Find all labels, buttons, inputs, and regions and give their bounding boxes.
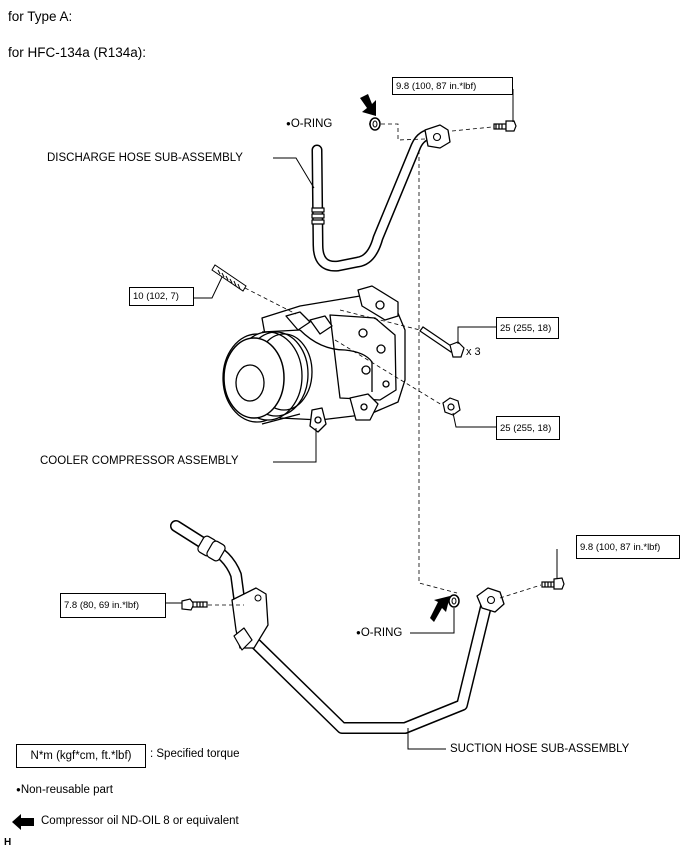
- non-reusable-mark: ●: [356, 628, 361, 637]
- o-ring-bottom-label: ●O-RING: [356, 627, 402, 639]
- oil-arrow-bottom: [430, 596, 450, 622]
- o-ring-top-label: ●O-RING: [286, 118, 332, 130]
- legend-torque-text: : Specified torque: [150, 748, 240, 760]
- legend-non-reusable: ●Non-reusable part: [16, 784, 113, 796]
- suction-hose-drawing: [170, 520, 505, 734]
- stud-drawing: [211, 264, 247, 292]
- type-heading: for Type A:: [8, 9, 73, 24]
- torque-box-bracket-bolt: 7.8 (80, 69 in.*lbf): [60, 593, 166, 618]
- discharge-hose-label: DISCHARGE HOSE SUB-ASSEMBLY: [47, 152, 243, 164]
- discharge-bolt-drawing: [493, 120, 517, 132]
- legend-non-reusable-text: Non-reusable part: [20, 784, 113, 796]
- torque-box-suction-bolt: 9.8 (100, 87 in.*lbf): [576, 535, 680, 559]
- torque-box-compressor-nut: 25 (255, 18): [496, 416, 560, 440]
- legend-oil-text: Compressor oil ND-OIL 8 or equivalent: [41, 815, 239, 827]
- legend-torque-box: N*m (kgf*cm, ft.*lbf): [16, 744, 146, 768]
- torque-box-discharge-bolt: 9.8 (100, 87 in.*lbf): [392, 77, 513, 95]
- alignment-lines: [208, 123, 542, 606]
- leader-lines: [166, 89, 558, 750]
- torque-box-compressor-bolts: 25 (255, 18): [496, 317, 559, 339]
- legend-non-reusable-mark: ●: [16, 785, 21, 794]
- legend-oil-arrow: [12, 814, 34, 830]
- compressor-nut-drawing: [442, 397, 461, 416]
- torque-box-stud: 10 (102, 7): [129, 287, 194, 306]
- compressor-bolt-drawing: [419, 326, 465, 358]
- discharge-hose-drawing: [311, 124, 451, 272]
- o-ring-bottom-text: O-RING: [360, 627, 403, 639]
- non-reusable-mark: ●: [286, 119, 291, 128]
- compressor-label: COOLER COMPRESSOR ASSEMBLY: [40, 455, 239, 467]
- compressor-drawing: [222, 285, 406, 433]
- o-ring-top-drawing: [369, 117, 381, 131]
- suction-bolt-drawing: [541, 577, 565, 590]
- refrigerant-heading: for HFC-134a (R134a):: [8, 45, 147, 60]
- bolt-quantity-label: x 3: [466, 346, 481, 358]
- figure-code: H: [4, 837, 12, 848]
- o-ring-bottom-drawing: [448, 594, 460, 608]
- bracket-bolt-drawing: [181, 598, 208, 611]
- o-ring-top-text: O-RING: [290, 118, 333, 130]
- suction-hose-label: SUCTION HOSE SUB-ASSEMBLY: [450, 743, 630, 755]
- oil-arrow-top: [360, 94, 376, 116]
